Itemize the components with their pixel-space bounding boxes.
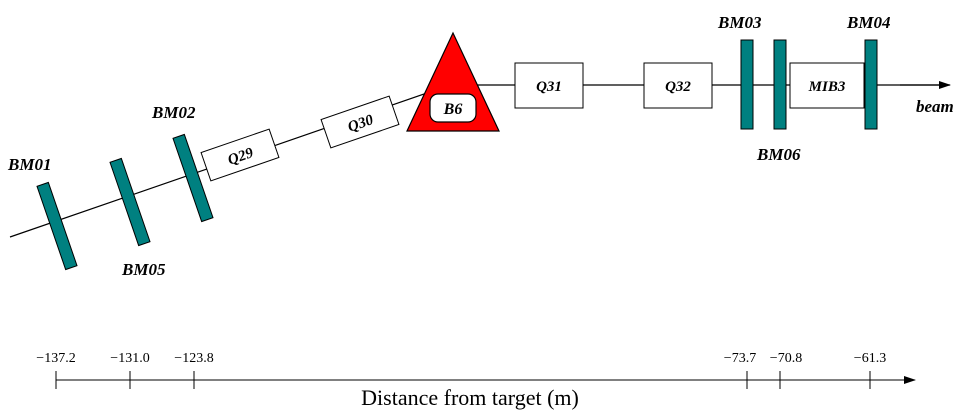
axis-tick-label: −61.3: [854, 351, 886, 366]
axis-tick-label: −137.2: [36, 351, 75, 366]
bend-magnet-b6-label: B6: [443, 101, 463, 118]
monitor-bm01-label: BM01: [7, 155, 51, 174]
axis-tick-label: −73.7: [724, 351, 756, 366]
axis-tick-label: −131.0: [110, 351, 149, 366]
magnet-q31-label: Q31: [536, 79, 562, 95]
beam-label: beam: [916, 97, 954, 116]
distance-axis: −137.2 −131.0 −123.8 −73.7 −70.8 −61.3 D…: [36, 351, 916, 410]
axis-tick-label: −70.8: [770, 351, 802, 366]
axis-tick-label: −123.8: [174, 351, 213, 366]
monitor-bm04: [864, 39, 878, 130]
monitor-bm03: [740, 39, 754, 130]
magnet-q30: Q30: [320, 95, 400, 149]
axis-title: Distance from target (m): [361, 385, 579, 410]
magnet-q32-label: Q32: [665, 79, 691, 95]
monitor-bm06: [773, 39, 787, 130]
magnet-q29: Q29: [200, 128, 280, 182]
monitor-bm01: [36, 181, 78, 271]
magnet-mib3-label: MIB3: [808, 79, 846, 95]
monitor-bm06-label: BM06: [756, 145, 801, 164]
monitor-bm04-label: BM04: [846, 13, 890, 32]
monitor-bm03-label: BM03: [717, 13, 762, 32]
monitor-bm05: [109, 157, 151, 247]
magnet-q31: Q31: [514, 62, 584, 109]
bend-magnet-b6: B6: [406, 31, 500, 132]
magnet-q32: Q32: [643, 62, 713, 109]
monitor-bm05-label: BM05: [121, 260, 166, 279]
monitor-bm02: [172, 133, 214, 223]
monitor-bm02-label: BM02: [151, 103, 196, 122]
magnet-mib3: MIB3: [789, 62, 865, 109]
